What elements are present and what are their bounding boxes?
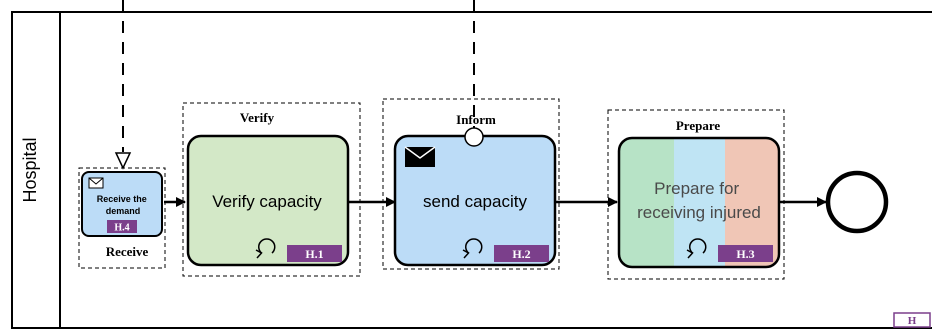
task-verify-capacity[interactable] xyxy=(186,134,350,267)
message-boundary-event xyxy=(464,127,484,147)
group-receive xyxy=(78,167,166,269)
badge-h1-label: H.1 xyxy=(305,247,323,261)
legend-badge-label: H xyxy=(908,315,917,327)
pool-border xyxy=(11,11,932,329)
group-inform xyxy=(382,98,560,270)
envelope-filled-icon xyxy=(404,146,436,167)
envelope-outline-icon xyxy=(88,177,104,189)
task-prepare-stripe-salmon xyxy=(725,139,778,266)
loop-icon xyxy=(462,238,483,259)
group-receive-label: Receive xyxy=(106,244,149,259)
loop-icon xyxy=(255,238,276,259)
task-prepare-stripe-blue xyxy=(674,139,725,266)
badge-h4 xyxy=(107,220,137,233)
end-event[interactable] xyxy=(825,170,889,234)
task-prepare-receiving-injured[interactable] xyxy=(617,136,781,269)
pool-label: Hospital xyxy=(20,137,40,202)
badge-h3-label: H.3 xyxy=(736,247,754,261)
group-prepare xyxy=(607,109,785,280)
group-inform-label: Inform xyxy=(456,112,496,127)
badge-h4-label: H.4 xyxy=(114,223,129,234)
badge-h1 xyxy=(287,245,342,262)
badge-h3 xyxy=(718,245,773,262)
legend-badge xyxy=(893,312,931,328)
task-receive-label: Receive the demand xyxy=(97,194,150,216)
message-flow-arrowhead xyxy=(114,152,132,170)
group-verify-label: Verify xyxy=(240,110,275,125)
loop-icon xyxy=(686,238,707,259)
badge-h2 xyxy=(494,245,549,262)
task-prepare-label: Prepare for receiving injured xyxy=(637,179,761,222)
badge-h2-label: H.2 xyxy=(512,247,530,261)
group-prepare-label: Prepare xyxy=(676,118,721,133)
task-send-label: send capacity xyxy=(423,192,527,211)
task-verify-label: Verify capacity xyxy=(212,192,322,211)
